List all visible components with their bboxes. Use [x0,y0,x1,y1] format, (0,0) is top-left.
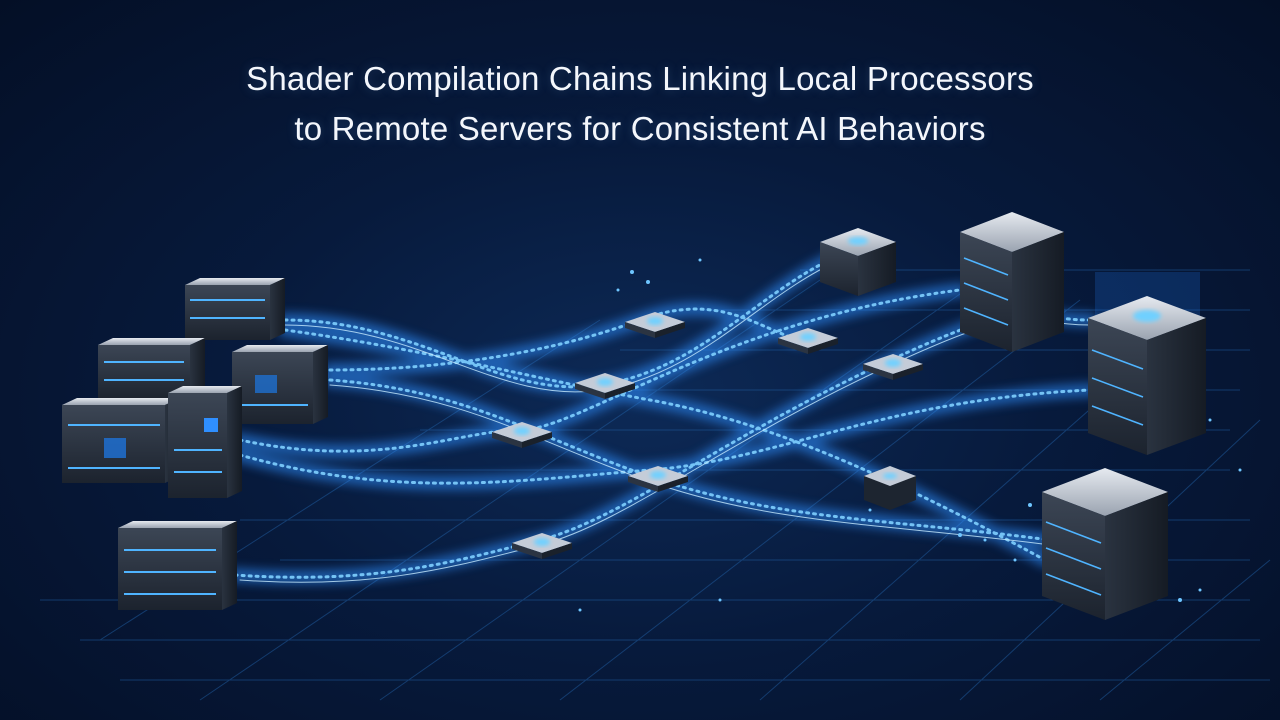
junction-node [628,466,688,492]
junction-node [863,354,923,380]
junction-node [864,466,916,510]
junction-node [512,533,572,559]
server-rack [62,398,180,483]
particles [578,258,1242,612]
server-tower [960,212,1064,352]
junction-nodes [492,312,923,559]
server-tower [820,228,896,296]
title-line-2: to Remote Servers for Consistent AI Beha… [294,110,986,147]
junction-node [575,373,635,399]
remote-servers [820,212,1206,620]
server-rack [232,345,328,424]
server-tower [1088,272,1206,455]
server-tower [1042,468,1168,620]
junction-node [492,422,552,448]
server-rack [118,521,237,610]
junction-node [625,312,685,338]
page-title: Shader Compilation Chains Linking Local … [0,54,1280,154]
server-rack [185,278,285,340]
junction-node [778,328,838,354]
server-rack [168,386,242,498]
local-processors [62,278,328,610]
title-line-1: Shader Compilation Chains Linking Local … [246,60,1034,97]
